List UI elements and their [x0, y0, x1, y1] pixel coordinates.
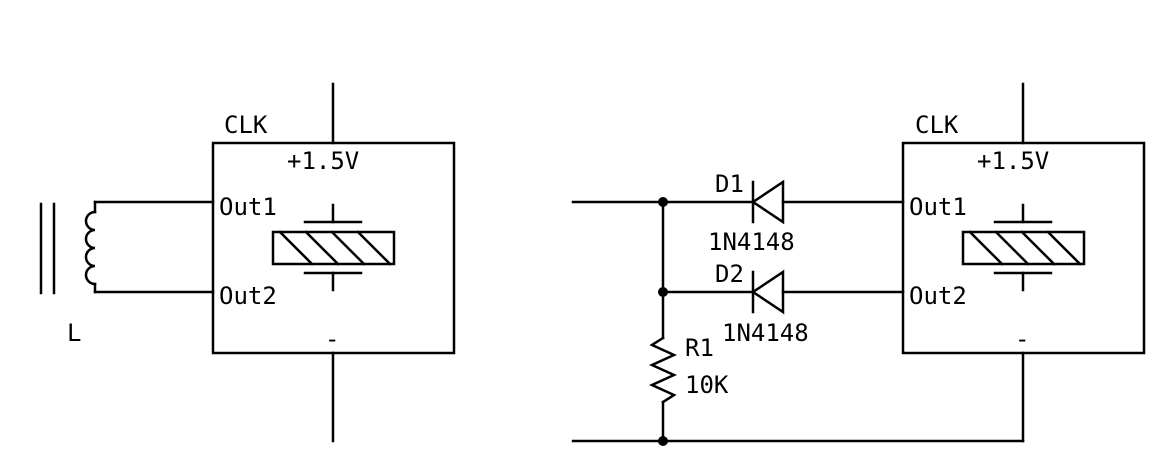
resistor-r1	[648, 336, 678, 404]
left-minus-label: -	[325, 325, 339, 353]
right-circuit: CLK +1.5V Out1 Out2 - D1 1N4148 D2 1N414…	[571, 82, 1146, 446]
left-circuit: CLK +1.5V Out1 Out2 - L	[39, 82, 456, 443]
right-pin1-label: Out1	[909, 193, 967, 221]
junction-dot-middle	[658, 287, 668, 297]
d2-part-label: 1N4148	[722, 319, 809, 347]
diode-d1	[750, 179, 785, 225]
junction-dot-top	[658, 197, 668, 207]
inductor-label: L	[67, 319, 81, 347]
r1-label: R1	[685, 334, 714, 362]
d2-label: D2	[715, 260, 744, 288]
left-pin2-label: Out2	[219, 282, 277, 310]
right-crystal-symbol	[961, 203, 1086, 292]
d1-part-label: 1N4148	[708, 228, 795, 256]
right-module-label: CLK	[915, 111, 959, 139]
left-pin1-label: Out1	[219, 193, 277, 221]
r1-value-label: 10K	[685, 371, 729, 399]
diode-d2	[750, 269, 785, 315]
left-crystal-symbol	[271, 203, 396, 292]
inductor-symbol	[39, 200, 97, 295]
d1-label: D1	[715, 170, 744, 198]
right-pin2-label: Out2	[909, 282, 967, 310]
left-supply-label: +1.5V	[287, 147, 359, 175]
right-clock-module	[901, 141, 1146, 355]
right-supply-label: +1.5V	[977, 147, 1049, 175]
right-minus-label: -	[1015, 325, 1029, 353]
left-module-label: CLK	[224, 111, 268, 139]
junction-dot-bottom	[658, 436, 668, 446]
left-clock-module	[211, 141, 456, 355]
